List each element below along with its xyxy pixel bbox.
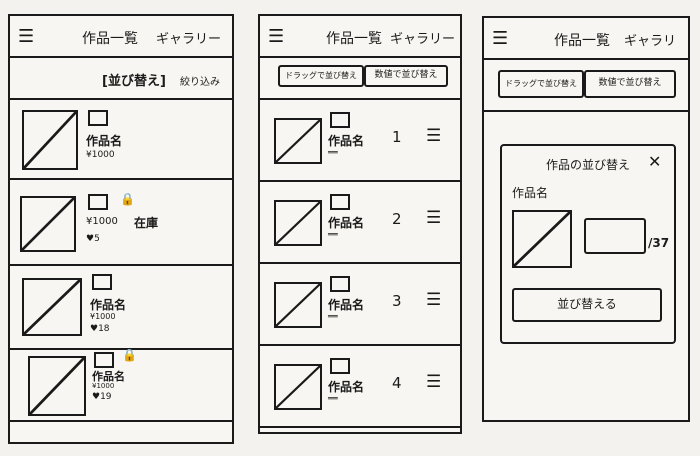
tag-icon — [88, 194, 108, 210]
page-title: 作品一覧 — [554, 33, 610, 49]
sort-modal: 作品の並び替え ✕ 作品名 /37 並び替える — [500, 144, 676, 344]
submit-sort-button[interactable]: 並び替える — [512, 288, 662, 322]
list-item[interactable]: 作品名 ¥1000 ♥18 — [10, 264, 232, 350]
item-name: 作品名 — [86, 134, 123, 148]
item-price: ¥1000 — [86, 150, 115, 160]
image-placeholder — [274, 364, 322, 410]
app-header: ☰ 作品一覧 ギャラリー — [10, 16, 232, 58]
gallery-link[interactable]: ギャラリー — [390, 32, 456, 47]
image-placeholder — [274, 282, 322, 328]
image-placeholder — [274, 118, 322, 164]
close-icon[interactable]: ✕ — [648, 152, 662, 171]
item-stock: 在庫 — [134, 216, 159, 230]
drag-handle-icon[interactable]: ☰ — [426, 290, 442, 310]
number-sort-tab[interactable]: 数値で並び替え — [584, 70, 676, 98]
drag-handle-icon[interactable]: ☰ — [426, 126, 442, 146]
drag-sort-tab[interactable]: ドラッグで並び替え — [278, 65, 364, 87]
sortable-item[interactable]: 作品名 ══ 1 ☰ — [260, 98, 460, 182]
sort-mode-toggle: ドラッグで並び替え 数値で並び替え — [260, 56, 460, 100]
app-header: ☰ 作品一覧 ギャラリー — [260, 16, 460, 58]
toolbar: [並び替え] 絞り込み — [10, 56, 232, 100]
item-name: 作品名 — [328, 380, 365, 394]
menu-icon[interactable]: ☰ — [268, 26, 285, 47]
item-likes: ♥18 — [90, 324, 110, 334]
sort-mode-toggle: ドラッグで並び替え 数値で並び替え — [484, 58, 688, 112]
item-name: 作品名 — [328, 134, 365, 148]
modal-title: 作品の並び替え — [546, 158, 631, 172]
tag-icon — [330, 112, 350, 128]
number-sort-tab[interactable]: 数値で並び替え — [364, 65, 448, 87]
screen-drag-sort: ☰ 作品一覧 ギャラリー ドラッグで並び替え 数値で並び替え 作品名 ══ 1 … — [258, 14, 462, 434]
menu-icon[interactable]: ☰ — [18, 26, 35, 47]
item-price: ¥1000 — [90, 312, 116, 321]
lock-icon: 🔒 — [122, 348, 137, 362]
list-item[interactable]: 🔒 ¥1000 在庫 ♥5 — [10, 178, 232, 266]
item-order: 2 — [392, 210, 402, 228]
gallery-link[interactable]: ギャラリー — [156, 32, 222, 47]
item-name: 作品名 — [92, 370, 125, 383]
position-input[interactable] — [584, 218, 646, 254]
drag-sort-tab[interactable]: ドラッグで並び替え — [498, 70, 584, 98]
sortable-item[interactable]: 作品名 ══ 3 ☰ — [260, 262, 460, 346]
screen-number-sort: ☰ 作品一覧 ギャラリー ドラッグで並び替え 数値で並び替え 作品の並び替え ✕… — [482, 16, 690, 422]
item-name: 作品名 — [90, 298, 127, 312]
item-price: ¥1000 — [86, 216, 118, 227]
list-item[interactable]: 🔒 作品名 ¥1000 ♥19 — [10, 348, 232, 422]
underline-placeholder: ══ — [328, 230, 338, 239]
app-header: ☰ 作品一覧 ギャラリー — [484, 18, 688, 68]
image-placeholder — [20, 196, 76, 252]
drag-handle-icon[interactable]: ☰ — [426, 208, 442, 228]
tag-icon — [330, 276, 350, 292]
item-order: 4 — [392, 374, 402, 392]
image-placeholder — [274, 200, 322, 246]
underline-placeholder: ══ — [328, 148, 338, 157]
page-title: 作品一覧 — [326, 31, 382, 47]
sortable-item[interactable]: 作品名 ══ 2 ☰ — [260, 180, 460, 264]
item-likes: ♥19 — [92, 392, 112, 402]
item-order: 3 — [392, 292, 402, 310]
drag-handle-icon[interactable]: ☰ — [426, 372, 442, 392]
image-placeholder — [28, 356, 86, 416]
tag-icon — [94, 352, 114, 368]
sort-button[interactable]: [並び替え] — [102, 74, 166, 89]
screen-list: ☰ 作品一覧 ギャラリー [並び替え] 絞り込み 作品名 ¥1000 🔒 ¥10… — [8, 14, 234, 444]
tag-icon — [92, 274, 112, 290]
tag-icon — [88, 110, 108, 126]
page-title: 作品一覧 — [82, 31, 138, 47]
item-price: ¥1000 — [92, 382, 115, 390]
item-name: 作品名 — [512, 186, 549, 200]
item-name: 作品名 — [328, 298, 365, 312]
underline-placeholder: ══ — [328, 312, 338, 321]
image-placeholder — [22, 278, 82, 336]
total-count: /37 — [648, 236, 670, 250]
image-placeholder — [22, 110, 78, 170]
underline-placeholder: ══ — [328, 394, 338, 403]
filter-link[interactable]: 絞り込み — [180, 77, 220, 88]
tag-icon — [330, 358, 350, 374]
tag-icon — [330, 194, 350, 210]
item-name: 作品名 — [328, 216, 365, 230]
image-placeholder — [512, 210, 572, 268]
lock-icon: 🔒 — [120, 192, 135, 206]
gallery-link[interactable]: ギャラリー — [624, 34, 677, 68]
sortable-item[interactable]: 作品名 ══ 4 ☰ — [260, 344, 460, 428]
list-item[interactable]: 作品名 ¥1000 — [10, 98, 232, 180]
item-likes: ♥5 — [86, 234, 100, 244]
menu-icon[interactable]: ☰ — [492, 28, 509, 49]
item-order: 1 — [392, 128, 402, 146]
